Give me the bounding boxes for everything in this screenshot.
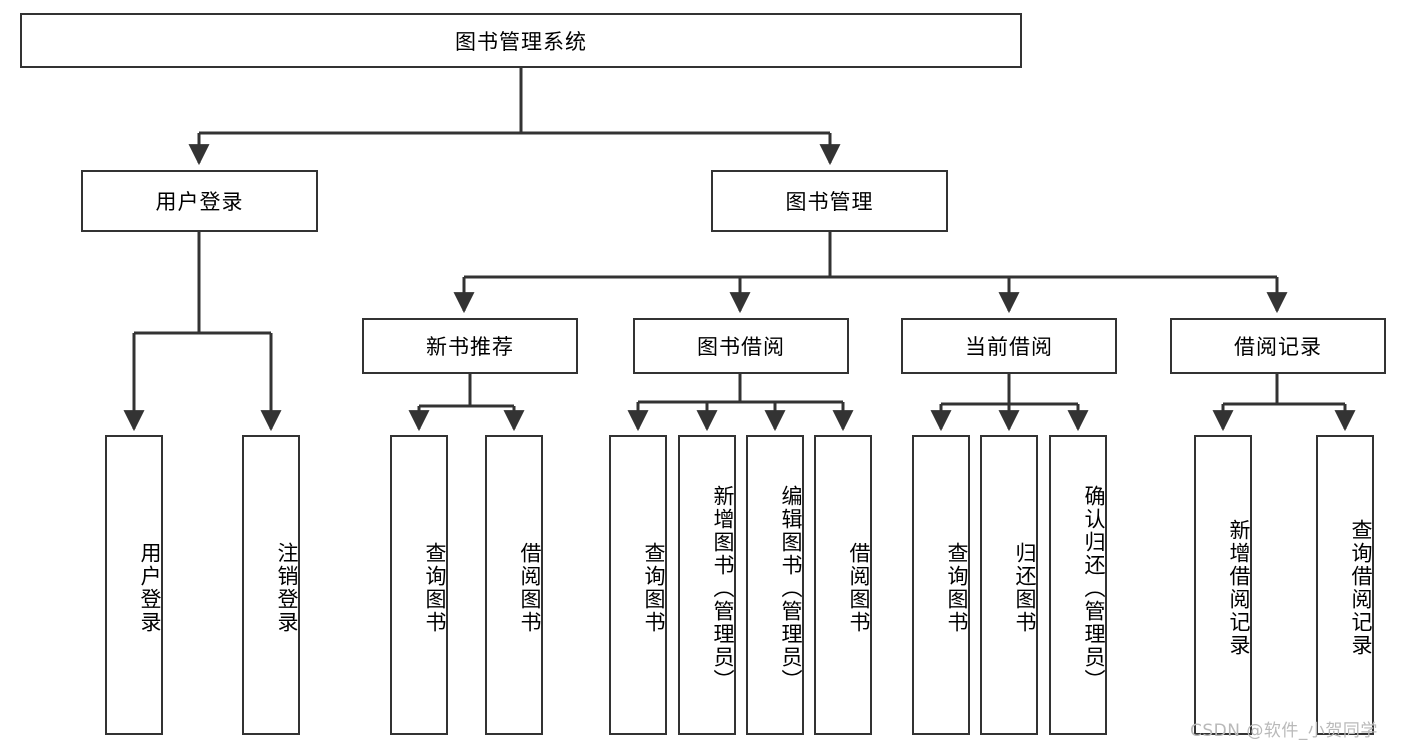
leaf-recommend-borrow-book[interactable]: 借阅图书 xyxy=(485,435,543,735)
leaf-recommend-query-book[interactable]: 查询图书 xyxy=(390,435,448,735)
node-book-management-label: 图书管理 xyxy=(785,190,874,214)
node-root[interactable]: 图书管理系统 xyxy=(20,13,1022,68)
csdn-watermark: CSDN @软件_小贺同学 xyxy=(1190,721,1378,741)
leaf-borrow-edit-book-label: 编辑图书（管理员） xyxy=(779,484,803,692)
leaf-record-query-record[interactable]: 查询借阅记录 xyxy=(1316,435,1374,735)
node-book-management[interactable]: 图书管理 xyxy=(711,170,948,232)
leaf-borrow-add-book-label: 新增图书（管理员） xyxy=(711,484,735,692)
leaf-current-query-book-label: 查询图书 xyxy=(945,542,969,634)
node-user-login[interactable]: 用户登录 xyxy=(81,170,318,232)
leaf-user-login-logout[interactable]: 注销登录 xyxy=(242,435,300,735)
node-new-book-recommend[interactable]: 新书推荐 xyxy=(362,318,578,374)
leaf-recommend-borrow-book-label: 借阅图书 xyxy=(518,542,542,634)
leaf-borrow-add-book[interactable]: 新增图书（管理员） xyxy=(678,435,736,735)
leaf-borrow-borrow-book[interactable]: 借阅图书 xyxy=(814,435,872,735)
leaf-current-query-book[interactable]: 查询图书 xyxy=(912,435,970,735)
node-book-borrow[interactable]: 图书借阅 xyxy=(633,318,849,374)
leaf-borrow-query-book[interactable]: 查询图书 xyxy=(609,435,667,735)
leaf-current-return-book[interactable]: 归还图书 xyxy=(980,435,1038,735)
node-current-borrow-label: 当前借阅 xyxy=(965,335,1053,359)
leaf-borrow-borrow-book-label: 借阅图书 xyxy=(847,542,871,634)
node-new-book-recommend-label: 新书推荐 xyxy=(426,335,514,359)
node-borrow-record[interactable]: 借阅记录 xyxy=(1170,318,1386,374)
leaf-record-add-record[interactable]: 新增借阅记录 xyxy=(1194,435,1252,735)
leaf-current-confirm-return-label: 确认归还（管理员） xyxy=(1082,484,1106,692)
node-borrow-record-label: 借阅记录 xyxy=(1234,335,1322,359)
node-root-label: 图书管理系统 xyxy=(455,29,587,54)
leaf-user-login-login[interactable]: 用户登录 xyxy=(105,435,163,735)
leaf-current-confirm-return[interactable]: 确认归还（管理员） xyxy=(1049,435,1107,735)
leaf-record-add-record-label: 新增借阅记录 xyxy=(1227,519,1251,657)
leaf-borrow-query-book-label: 查询图书 xyxy=(642,542,666,634)
leaf-recommend-query-book-label: 查询图书 xyxy=(423,542,447,634)
leaf-user-login-logout-label: 注销登录 xyxy=(275,542,299,634)
node-user-login-label: 用户登录 xyxy=(155,190,244,214)
node-book-borrow-label: 图书借阅 xyxy=(697,335,785,359)
leaf-user-login-login-label: 用户登录 xyxy=(138,542,162,634)
node-current-borrow[interactable]: 当前借阅 xyxy=(901,318,1117,374)
leaf-current-return-book-label: 归还图书 xyxy=(1013,542,1037,634)
leaf-record-query-record-label: 查询借阅记录 xyxy=(1349,519,1373,657)
leaf-borrow-edit-book[interactable]: 编辑图书（管理员） xyxy=(746,435,804,735)
